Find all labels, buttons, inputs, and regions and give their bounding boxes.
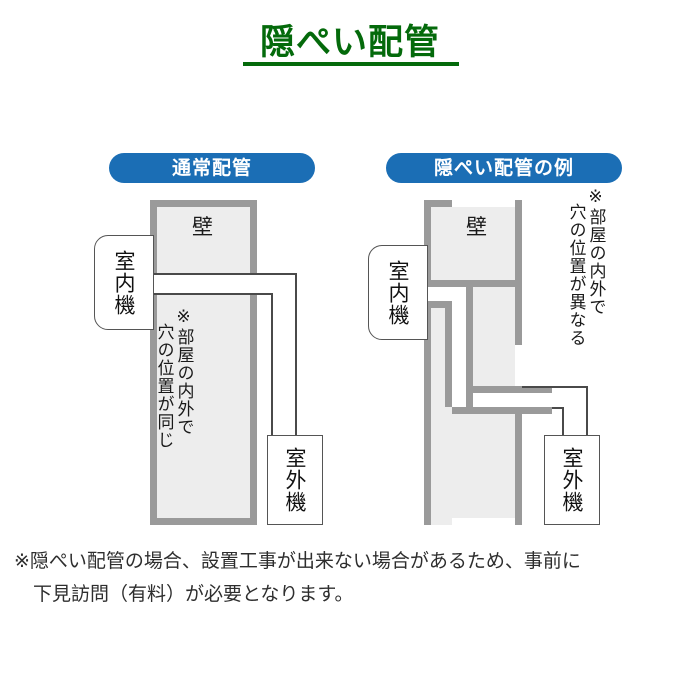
connector-void-concealed <box>424 287 452 301</box>
chase-top-edge-concealed <box>445 280 522 287</box>
note-concealed-line1: ※部屋の内外で <box>585 187 606 316</box>
chase-inner-left-concealed <box>445 287 452 407</box>
outdoor-unit-normal: 室外機 <box>267 435 323 525</box>
footnote-line-1: ※隠ぺい配管の場合、設置工事が出来ない場合があるため、事前に <box>14 550 581 572</box>
indoor-unit-normal: 室内機 <box>94 235 154 330</box>
wall-lower-normal <box>150 293 257 525</box>
pipe-normal-inner-vertical <box>271 293 273 435</box>
badge-normal-piping: 通常配管 <box>109 153 315 183</box>
indoor-unit-label: 室内機 <box>386 259 410 326</box>
badge-concealed-piping: 隠ぺい配管の例 <box>386 153 622 183</box>
outdoor-unit-label: 室外機 <box>560 447 584 513</box>
pipe-normal-right-vertical <box>295 273 297 435</box>
outdoor-unit-concealed: 室外機 <box>544 435 600 525</box>
connector-bottom-edge-concealed <box>424 301 452 308</box>
title-underline <box>243 62 459 66</box>
connector-top-edge-concealed <box>424 280 452 287</box>
pipe-concealed-lower-vertical <box>562 407 564 435</box>
indoor-unit-concealed: 室内機 <box>368 245 428 340</box>
note-normal-line2: 穴の位置が同じ <box>153 323 174 449</box>
pipe-concealed-lower-horizontal <box>552 407 562 409</box>
pipe-normal-bottom-horizontal <box>150 293 271 295</box>
wall-label-concealed: 壁 <box>466 215 487 239</box>
diagram-concealed-piping: 隠ぺい配管の例 壁 室内機 室外機 ※部屋の内外で 穴の位置が異なる <box>352 145 672 535</box>
chase-exit-void-concealed <box>473 393 552 407</box>
pipe-normal-top-horizontal <box>150 273 295 275</box>
note-concealed-line2: 穴の位置が異なる <box>565 203 586 347</box>
pipe-concealed-exit-vertical <box>586 386 588 435</box>
wall-label-normal: 壁 <box>192 215 213 239</box>
pipe-concealed-exit-horizontal <box>522 386 586 388</box>
chase-void-concealed <box>452 287 466 407</box>
indoor-unit-label: 室内機 <box>112 249 136 316</box>
chase-inner-right-concealed <box>466 287 473 407</box>
note-normal-line1: ※部屋の内外で <box>173 307 194 436</box>
wall-right-edge-lower-concealed <box>515 414 522 525</box>
diagram-normal-piping: 通常配管 壁 室内機 室外機 ※部屋の内外で 穴の位置が同じ <box>62 145 382 535</box>
footnote-line-2: 下見訪問（有料）が必要となります。 <box>33 583 354 606</box>
footnote: ※隠ぺい配管の場合、設置工事が出来ない場合があるため、事前に 下見訪問（有料）が… <box>14 545 684 612</box>
chase-bottom-edge-concealed <box>452 407 552 414</box>
wall-right-edge-upper-concealed <box>515 200 522 345</box>
outdoor-unit-label: 室外機 <box>283 447 307 513</box>
wall-fill-bottom-concealed <box>431 414 515 518</box>
page-title: 隠ぺい配管 <box>259 23 440 63</box>
chase-exit-top-edge-concealed <box>473 386 552 393</box>
